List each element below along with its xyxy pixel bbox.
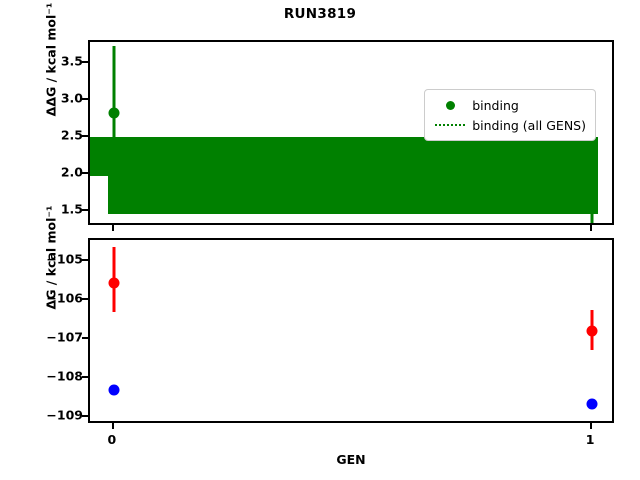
solvent-data-point[interactable] xyxy=(586,398,598,410)
solvent-data-point[interactable] xyxy=(108,384,120,396)
binding-errorbar xyxy=(112,46,116,215)
bottom-panel-plot-area xyxy=(90,240,612,421)
legend-label: binding xyxy=(472,97,519,113)
x-tick-label: 1 xyxy=(585,432,595,447)
bottom-panel-y-tick-label: −106 xyxy=(46,290,83,306)
top-panel-y-axis-label-text: ΔΔG / kcal mol⁻¹ xyxy=(43,2,59,117)
x-axis-label: GEN xyxy=(336,452,366,467)
bottom-panel-y-tick-mark xyxy=(82,415,88,418)
bottom-panel-y-tick-label: −109 xyxy=(46,407,83,423)
binding-all-gens-band xyxy=(90,137,612,215)
bottom-panel-y-tick-label: −105 xyxy=(46,251,83,267)
top-panel-y-tick-label: 1.5 xyxy=(60,201,83,217)
top-panel-plot-area xyxy=(90,42,612,223)
complex-data-point[interactable] xyxy=(586,325,598,337)
top-panel-x-tick-mark xyxy=(111,225,114,231)
top-panel-x-tick-mark xyxy=(590,225,593,231)
bottom-panel-y-tick-mark xyxy=(82,376,88,379)
legend-item-binding-all-gens-[interactable]: binding (all GENS) xyxy=(432,115,586,135)
complex-data-point[interactable] xyxy=(108,277,120,289)
top-panel-y-tick-label: 2.0 xyxy=(60,164,83,180)
top-panel-y-tick-label: 3.0 xyxy=(60,90,83,106)
top-panel-y-axis-label: ΔΔG / kcal mol⁻¹ xyxy=(44,0,59,150)
bottom-panel-x-tick-mark xyxy=(111,423,114,429)
figure-title: RUN3819 xyxy=(283,6,357,22)
top-panel-y-tick-mark xyxy=(82,208,88,211)
bottom-panel-y-tick-mark xyxy=(82,259,88,262)
legend-item-binding[interactable]: binding xyxy=(432,95,586,115)
legend-marker-circle-icon xyxy=(445,100,455,110)
bottom-panel-y-tick-mark xyxy=(82,298,88,301)
legend-label: binding (all GENS) xyxy=(472,117,586,133)
top-panel-axes: binding binding (all GENS) xyxy=(88,40,614,225)
legend-marker-dotted-line-icon xyxy=(435,124,466,126)
bottom-panel-y-tick-mark xyxy=(82,337,88,340)
top-panel-y-tick-label: 3.5 xyxy=(60,53,83,69)
top-panel-y-tick-mark xyxy=(82,134,88,137)
top-panel-y-tick-label: 2.5 xyxy=(60,127,83,143)
binding-all-gens-band-gap xyxy=(90,175,108,215)
binding-all-gens-band-gap-right xyxy=(598,137,612,215)
x-tick-label: 0 xyxy=(107,432,117,447)
bottom-panel-y-tick-label: −108 xyxy=(46,368,83,384)
top-panel-y-tick-mark xyxy=(82,97,88,100)
top-panel-y-tick-mark xyxy=(82,60,88,63)
top-panel-y-tick-mark xyxy=(82,171,88,174)
binding-data-point[interactable] xyxy=(108,107,120,119)
bottom-panel-y-tick-label: −107 xyxy=(46,329,83,345)
bottom-panel-x-tick-mark xyxy=(590,423,593,429)
top-panel-legend: binding binding (all GENS) xyxy=(424,89,596,141)
bottom-panel-axes: solventcomplex xyxy=(88,238,614,423)
